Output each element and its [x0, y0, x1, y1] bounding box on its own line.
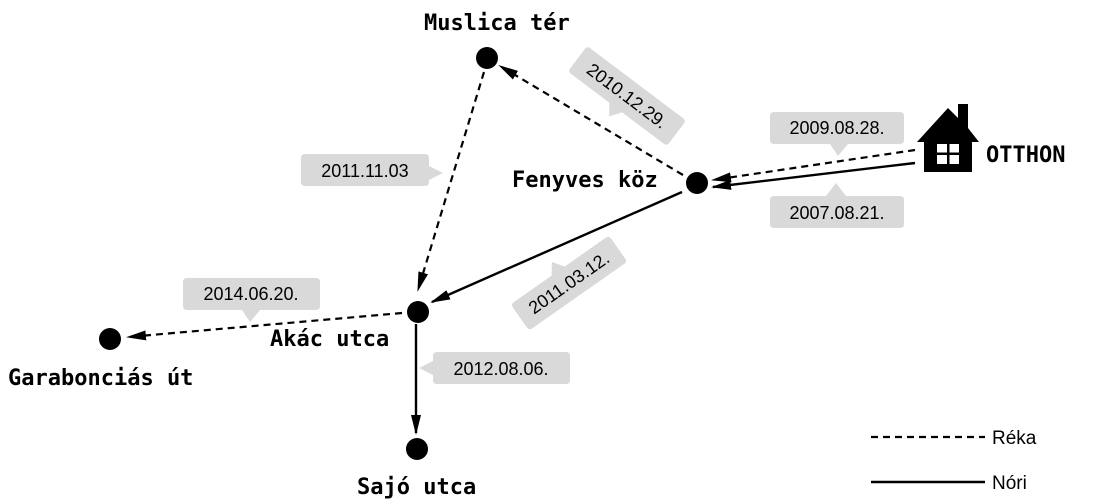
- date-tag-2010-12-29: 2010.12.29.: [569, 47, 685, 145]
- date-tag-2011-11-03: 2011.11.03: [301, 154, 443, 186]
- place-label-otthon: OTTHON: [986, 143, 1065, 168]
- node-sajo: [406, 438, 428, 460]
- route-reka-muslica-akac: [416, 71, 486, 292]
- legend: Réka Nóri: [871, 428, 1037, 494]
- date-tag-2007-08-21: 2007.08.21.: [770, 183, 904, 228]
- date-text: 2011.11.03: [321, 161, 408, 181]
- date-text: 2009.08.28.: [789, 118, 884, 138]
- route-reka-akac-garabonciás: [126, 311, 403, 341]
- legend-label-reka: Réka: [992, 428, 1037, 449]
- date-tag-2009-08-28: 2009.08.28.: [770, 112, 904, 156]
- legend-label-nori: Nóri: [992, 473, 1027, 494]
- place-label-muslica: Muslica tér: [424, 11, 570, 36]
- date-tag-2014-06-20: 2014.06.20.: [183, 278, 320, 322]
- place-label-garabonciás: Garabonciás út: [8, 366, 193, 391]
- node-muslica: [476, 47, 498, 69]
- date-text: 2010.12.29.: [583, 59, 671, 132]
- node-fenyves: [686, 172, 708, 194]
- place-label-sajo: Sajó utca: [357, 475, 476, 500]
- date-text: 2012.08.06.: [453, 359, 548, 379]
- house-icon: [917, 104, 979, 172]
- date-text: 2014.06.20.: [203, 284, 298, 304]
- node-garabonciás: [99, 328, 121, 350]
- route-nori-otthon-fenyves: [711, 161, 916, 190]
- route-reka-otthon-fenyves: [711, 148, 916, 183]
- date-tag-2012-08-06: 2012.08.06.: [419, 352, 570, 384]
- date-text: 2011.03.12.: [525, 248, 613, 318]
- place-label-akac: Akác utca: [270, 327, 389, 352]
- place-label-fenyves: Fenyves köz: [512, 168, 658, 193]
- route-nori-fenyves-akac: [430, 190, 683, 304]
- node-akac: [407, 301, 429, 323]
- date-text: 2007.08.21.: [789, 203, 884, 223]
